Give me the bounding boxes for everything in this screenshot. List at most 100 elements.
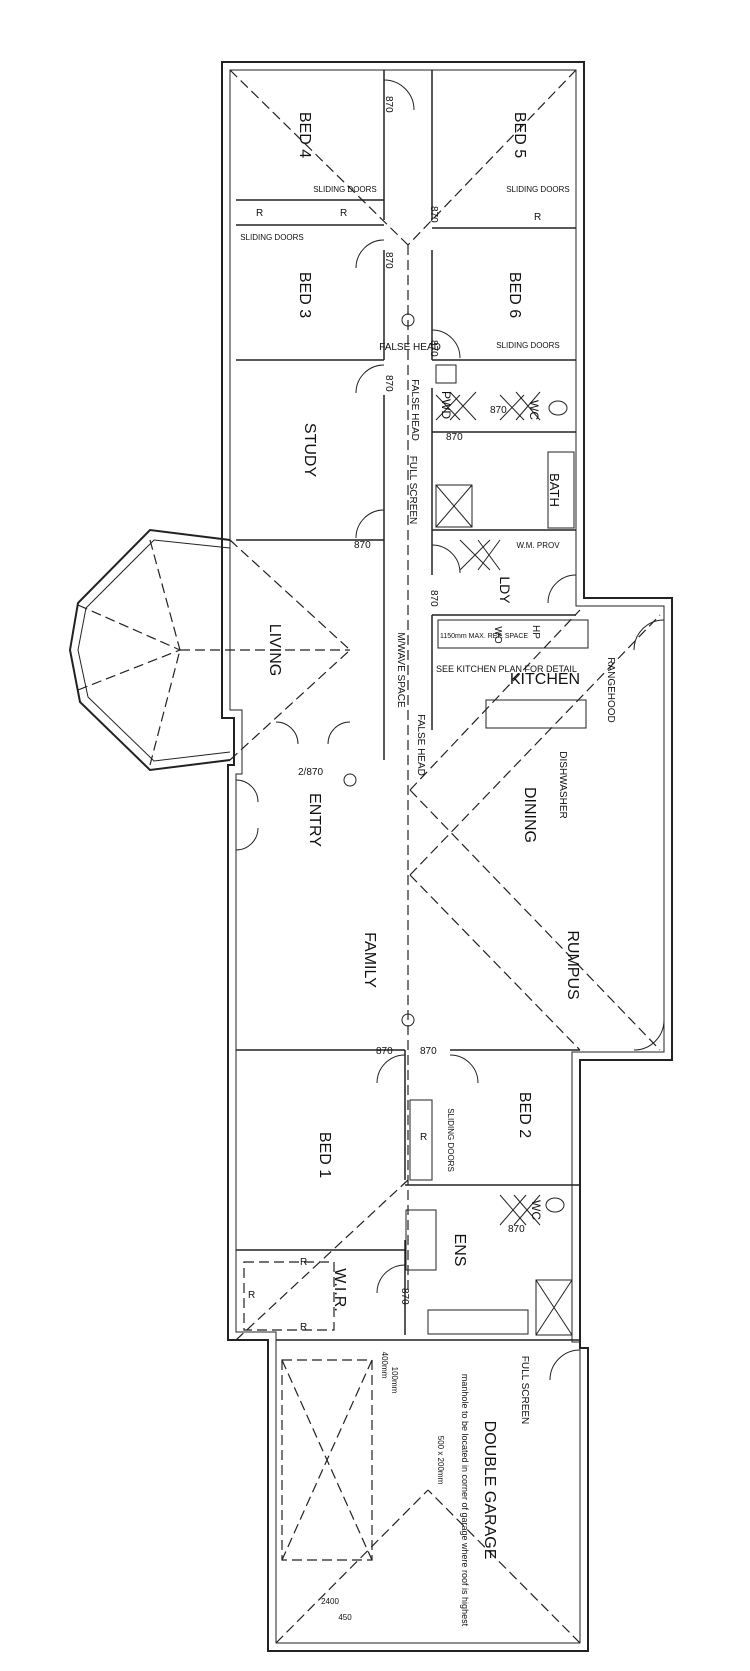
door-swing [547, 574, 577, 604]
vanity [435, 364, 457, 384]
wir-robe-zone [243, 1261, 335, 1331]
dim-870: 870 [446, 432, 463, 443]
room-label-garage: DOUBLE GARAGE [481, 1421, 498, 1560]
note-false-head-2: FALSE HEAD [409, 379, 420, 441]
robe-label: R [340, 208, 347, 219]
dim-870: 870 [508, 1224, 525, 1235]
roof-line [149, 649, 181, 766]
room-label-bed5: BED 5 [511, 112, 528, 158]
room-label-wir: W.I.R. [331, 1268, 348, 1312]
smoke-detector [401, 1013, 415, 1027]
room-label-living: LIVING [266, 624, 283, 676]
room-label-wc-upper: WC [527, 400, 541, 420]
shower-cross [535, 1279, 573, 1336]
exhaust-fan [499, 1194, 541, 1226]
note-fridge-space: 1150mm MAX. REF. SPACE [440, 633, 528, 640]
living-bay-wall-inner [77, 539, 231, 762]
outer-wall [221, 61, 673, 1652]
dim-870: 870 [428, 206, 439, 223]
room-label-bed4: BED 4 [296, 112, 313, 158]
note-full-screen-2: FULL SCREEN [519, 1356, 530, 1425]
door-swing [235, 827, 259, 851]
garage-manhole-zone [281, 1359, 373, 1561]
note-hp: HP [530, 625, 541, 639]
note-see-kitchen-plan: SEE KITCHEN PLAN FOR DETAIL [436, 664, 577, 674]
robe-label: R [248, 1290, 255, 1301]
exhaust-fan [499, 391, 541, 421]
roof-line [409, 874, 581, 1051]
note-full-screen-1: FULL SCREEN [407, 456, 418, 525]
toilet [548, 400, 568, 416]
door-swing [327, 721, 351, 745]
note-manhole: manhole to be located in corner of garag… [460, 1374, 470, 1627]
room-label-ldy: LDY [497, 576, 513, 604]
dim-870: 870 [428, 590, 439, 607]
room-label-dining: DINING [521, 787, 538, 843]
garage-dim-400: 400mm [380, 1352, 389, 1379]
roof-line [275, 1489, 429, 1644]
bathtub [547, 451, 575, 529]
note-sliding-doors-bed6: SLIDING DOORS [496, 341, 560, 350]
robe-label: R [534, 212, 541, 223]
dim-870: 870 [383, 375, 394, 392]
roof-line [229, 649, 351, 761]
room-label-family: FAMILY [361, 932, 378, 988]
dim-870: 870 [428, 340, 439, 357]
door-swing [633, 619, 665, 651]
door-swing [235, 779, 259, 803]
room-label-wc-lower: WC [529, 1200, 543, 1220]
robe-label: R [300, 1322, 307, 1333]
door-swing [355, 239, 385, 269]
robe-label: R [300, 1257, 307, 1268]
room-label-pwd: PWD [439, 391, 453, 419]
room-label-bed3: BED 3 [296, 272, 313, 318]
exhaust-fan [435, 391, 477, 421]
dim-2-870: 2/870 [298, 767, 323, 778]
dim-870: 870 [354, 540, 371, 551]
room-label-bed6: BED 6 [506, 272, 523, 318]
smoke-detector [401, 313, 415, 327]
room-label-bath: BATH [547, 473, 562, 507]
kitchen-island [485, 699, 587, 729]
roof-line [235, 1179, 409, 1341]
note-mwave-space: M/WAVE SPACE [395, 632, 406, 708]
door-swing [431, 329, 461, 359]
roof-line [229, 539, 351, 651]
kitchen-bench [437, 619, 589, 649]
robe-label: R [256, 208, 263, 219]
roof-line [281, 1359, 373, 1561]
outer-wall-inner [229, 69, 665, 1644]
room-label-ens: ENS [451, 1234, 468, 1267]
shower [435, 484, 473, 528]
toilet [545, 1197, 565, 1213]
dim-870: 870 [490, 405, 507, 416]
dim-870: 870 [383, 252, 394, 269]
note-sliding-doors-bed1: SLIDING DOORS [446, 1108, 455, 1172]
door-swing [549, 1349, 581, 1381]
door-swing [431, 544, 461, 574]
room-label-study: STUDY [301, 423, 318, 478]
garage-dim-450: 450 [338, 1613, 352, 1622]
wir-shelf [405, 1209, 437, 1271]
note-wo: WO [492, 626, 503, 643]
roof-line [77, 604, 181, 651]
door-swing [376, 1054, 406, 1084]
smoke-detector [343, 773, 357, 787]
door-swing [376, 1264, 406, 1294]
roof-line [409, 614, 661, 876]
garage-dim-100: 100mm [390, 1367, 399, 1394]
door-swing [449, 1054, 479, 1084]
roof-line [407, 69, 577, 246]
note-sliding-doors-bed4: SLIDING DOORS [313, 185, 377, 194]
note-false-head-1: FALSE HEAD [379, 342, 441, 353]
door-swing [383, 79, 415, 111]
door-swing [633, 1019, 665, 1051]
roof-line [229, 69, 409, 246]
exhaust-fan [459, 539, 501, 571]
shower-cross [435, 484, 473, 528]
room-label-rumpus: RUMPUS [564, 930, 581, 999]
room-label-entry: ENTRY [306, 793, 323, 847]
note-manhole-size: 500 x 200mm [436, 1436, 445, 1485]
door-swing [275, 721, 299, 745]
